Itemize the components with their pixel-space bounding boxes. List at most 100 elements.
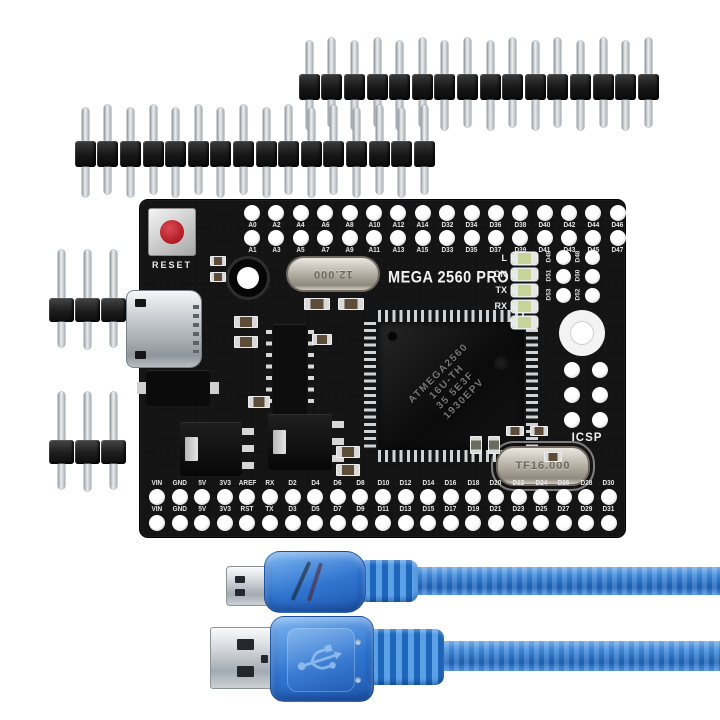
pin-label: D16: [444, 480, 457, 487]
pin-label: VIN: [151, 506, 163, 513]
pin-label: TX: [265, 506, 275, 513]
through-hole: [171, 489, 188, 505]
through-hole: [561, 230, 578, 246]
through-hole: [439, 230, 456, 246]
pin-base: [434, 74, 456, 100]
pin-column: VIN: [146, 506, 168, 531]
pin-base: [345, 141, 367, 167]
pin-label: D32: [441, 222, 454, 229]
pin-label: D33: [441, 247, 454, 254]
pin-bottom: [576, 100, 584, 130]
pin-column: D46: [606, 205, 630, 230]
pin-label: A12: [392, 222, 405, 229]
pin-top: [104, 105, 112, 141]
led-label: TX: [495, 285, 507, 295]
through-hole: [414, 230, 431, 246]
pin-label: D21: [489, 506, 502, 513]
led-label: RX: [494, 301, 507, 311]
smd-component: [234, 316, 258, 328]
pin-label: GND: [172, 480, 187, 487]
through-hole: [564, 387, 580, 403]
through-hole: [374, 515, 391, 531]
pin-column: A1: [240, 230, 264, 255]
pin-label: D28: [580, 480, 593, 487]
pin-column: GND: [169, 506, 191, 531]
pin-bottom: [57, 322, 65, 347]
pin-label: D47: [611, 247, 624, 254]
pin-column: D37: [484, 230, 508, 255]
pin-base: [119, 141, 141, 167]
led-row: TX: [430, 284, 548, 296]
header-pin: [456, 38, 479, 130]
pin-bottom: [463, 100, 471, 127]
pin-label: D11: [377, 506, 389, 513]
pin-top: [57, 250, 65, 298]
crystal-16mhz: TF16.000: [491, 441, 595, 491]
pin-label: GND: [172, 506, 187, 513]
pin-column: RST: [236, 506, 258, 531]
pin-label: D39: [514, 247, 527, 254]
pin-label: VIN: [151, 480, 163, 487]
plug-slot: [237, 639, 254, 650]
pin-column: D40: [533, 205, 557, 230]
pin-column: 3V3: [214, 506, 236, 531]
through-hole: [317, 230, 334, 246]
pin-label: D30: [602, 480, 615, 487]
pin-top: [305, 41, 313, 74]
through-hole: [365, 205, 382, 221]
usb-cable-mini-line: [412, 567, 720, 595]
micro-usb-port: [126, 290, 202, 368]
through-hole: [390, 230, 407, 246]
header-pin: [97, 105, 120, 197]
crystal-text: TF16.000: [515, 460, 571, 472]
pin-top: [644, 38, 652, 74]
led: [512, 316, 537, 328]
mounting-hole-center: [571, 322, 593, 344]
pin-label: A11: [368, 247, 380, 254]
mounting-hole-center: [237, 267, 259, 289]
plug-hole: [261, 655, 268, 663]
pin-column: TX: [259, 506, 281, 531]
pin-bottom: [307, 167, 315, 197]
header-pin: [569, 38, 592, 130]
through-hole: [510, 515, 527, 531]
pin-bottom: [599, 100, 607, 127]
pin-bottom: [149, 167, 157, 194]
pin-column: A7: [313, 230, 337, 255]
pin-top: [330, 105, 338, 141]
through-hole: [420, 515, 437, 531]
pin-label: D44: [587, 222, 600, 229]
pin-label: D36: [489, 222, 502, 229]
pin-column: D13: [395, 506, 417, 531]
pin-label: A9: [345, 247, 354, 254]
pin-label: D19: [467, 506, 480, 513]
pin-bottom: [126, 167, 134, 197]
pin-top: [396, 41, 404, 74]
pin-label: RST: [240, 506, 254, 513]
pin-label: D5: [311, 506, 320, 513]
header-pin: [232, 105, 255, 197]
through-hole: [341, 205, 358, 221]
pin-column: D36: [484, 205, 508, 230]
pin-column: D43: [557, 230, 581, 255]
pin-base: [100, 298, 126, 322]
pin-label: A15: [416, 247, 429, 254]
pin-top: [352, 108, 360, 141]
pin-top: [262, 108, 270, 141]
pin-column: D9: [349, 506, 371, 531]
pin-label: A6: [321, 222, 330, 229]
pin-top: [375, 105, 383, 141]
pin-column: A14: [411, 205, 435, 230]
pin-column: A0: [240, 205, 264, 230]
usb-a-strain-relief: [366, 629, 444, 685]
pin-top: [420, 105, 428, 141]
plug-slot: [235, 589, 245, 596]
through-hole: [487, 489, 504, 505]
header-pin: [74, 250, 100, 349]
icsp-label: ICSP: [571, 432, 603, 444]
usb-a-plug: [210, 627, 278, 689]
